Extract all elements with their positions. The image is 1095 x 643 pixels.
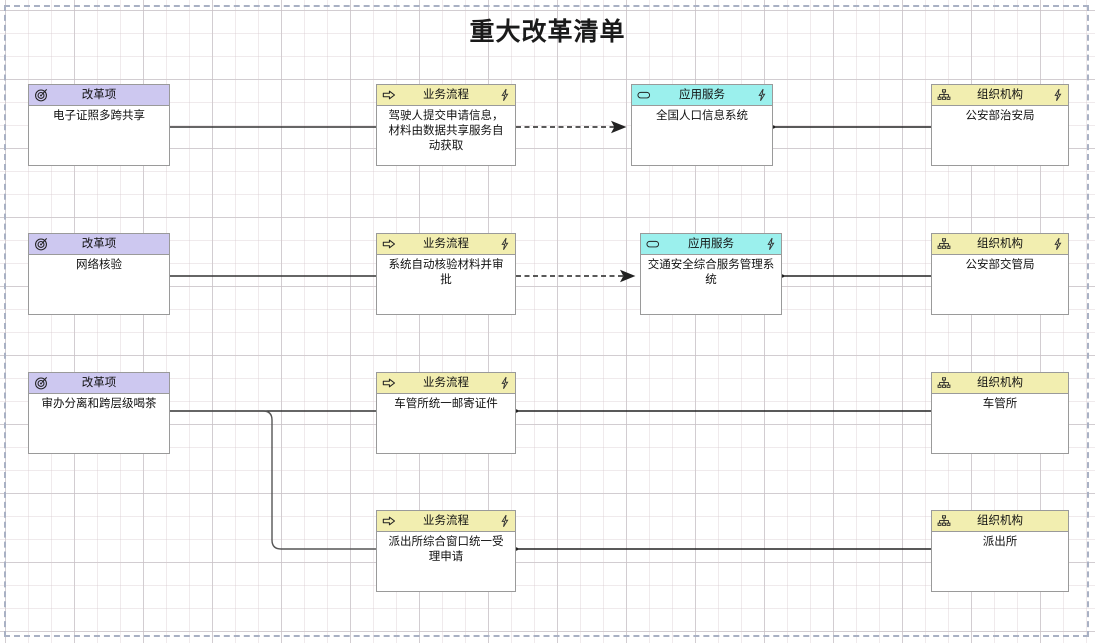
connector-reform3-process4 [170, 410, 376, 550]
node-text: 电子证照多跨共享 [53, 110, 145, 122]
node-header-label: 业务流程 [423, 515, 469, 527]
node-org-3[interactable]: 组织机构 车管所 [931, 372, 1069, 454]
node-header: 改革项 [29, 373, 169, 394]
lightning-icon [767, 237, 775, 251]
node-header-label: 业务流程 [423, 238, 469, 250]
node-text: 派出所综合窗口统一受理申请 [388, 536, 504, 563]
node-header-label: 应用服务 [688, 238, 734, 250]
node-header-label: 改革项 [81, 238, 117, 250]
node-text: 交通安全综合服务管理系统 [647, 259, 775, 286]
node-text: 公安部交管局 [965, 259, 1035, 271]
node-header-label: 组织机构 [977, 515, 1023, 527]
rounded-rect-icon [637, 91, 651, 99]
node-header: 应用服务 [632, 85, 772, 106]
node-header-label: 应用服务 [679, 89, 725, 101]
node-process-4[interactable]: 业务流程 派出所综合窗口统一受理申请 [376, 510, 516, 592]
node-header-label: 改革项 [81, 89, 117, 101]
node-header-label: 组织机构 [977, 238, 1023, 250]
node-header: 组织机构 [932, 511, 1068, 532]
node-text: 车管所统一邮寄证件 [394, 398, 498, 410]
arrow-right-icon [382, 239, 396, 249]
lightning-icon [501, 237, 509, 251]
lightning-icon [501, 514, 509, 528]
node-header: 组织机构 [932, 373, 1068, 394]
node-header: 改革项 [29, 85, 169, 106]
org-chart-icon [937, 377, 951, 388]
node-header: 组织机构 [932, 234, 1068, 255]
node-header: 业务流程 [377, 85, 515, 106]
node-org-2[interactable]: 组织机构 公安部交管局 [931, 233, 1069, 315]
node-process-1[interactable]: 业务流程 驾驶人提交申请信息，材料由数据共享服务自动获取 [376, 84, 516, 166]
node-text: 网络核验 [76, 259, 122, 271]
node-header: 改革项 [29, 234, 169, 255]
node-service-1[interactable]: 应用服务 全国人口信息系统 [631, 84, 773, 166]
node-text: 审办分离和跨层级喝茶 [41, 398, 157, 410]
node-header: 组织机构 [932, 85, 1068, 106]
node-text: 驾驶人提交申请信息，材料由数据共享服务自动获取 [388, 110, 504, 152]
node-process-2[interactable]: 业务流程 系统自动核验材料并审批 [376, 233, 516, 315]
target-icon [35, 377, 48, 390]
node-header: 业务流程 [377, 234, 515, 255]
node-text: 全国人口信息系统 [656, 110, 748, 122]
target-icon [35, 238, 48, 251]
lightning-icon [758, 88, 766, 102]
org-chart-icon [937, 89, 951, 100]
node-header-label: 组织机构 [977, 89, 1023, 101]
node-header: 业务流程 [377, 511, 515, 532]
node-reform-3[interactable]: 改革项 审办分离和跨层级喝茶 [28, 372, 170, 454]
target-icon [35, 89, 48, 102]
lightning-icon [1054, 88, 1062, 102]
node-org-4[interactable]: 组织机构 派出所 [931, 510, 1069, 592]
lightning-icon [501, 376, 509, 390]
node-reform-2[interactable]: 改革项 网络核验 [28, 233, 170, 315]
node-header-label: 组织机构 [977, 377, 1023, 389]
page-title: 重大改革清单 [469, 18, 626, 46]
node-text: 系统自动核验材料并审批 [388, 259, 504, 286]
lightning-icon [501, 88, 509, 102]
node-header: 业务流程 [377, 373, 515, 394]
node-header-label: 业务流程 [423, 89, 469, 101]
arrow-right-icon [382, 378, 396, 388]
node-header-label: 改革项 [81, 377, 117, 389]
node-text: 车管所 [982, 398, 1018, 410]
org-chart-icon [937, 238, 951, 249]
arrow-right-icon [382, 516, 396, 526]
node-text: 公安部治安局 [965, 110, 1035, 122]
node-text: 派出所 [982, 536, 1018, 548]
node-header: 应用服务 [641, 234, 781, 255]
node-header-label: 业务流程 [423, 377, 469, 389]
lightning-icon [1054, 237, 1062, 251]
org-chart-icon [937, 515, 951, 526]
node-process-3[interactable]: 业务流程 车管所统一邮寄证件 [376, 372, 516, 454]
arrow-right-icon [382, 90, 396, 100]
node-reform-1[interactable]: 改革项 电子证照多跨共享 [28, 84, 170, 166]
rounded-rect-icon [646, 240, 660, 248]
node-org-1[interactable]: 组织机构 公安部治安局 [931, 84, 1069, 166]
node-service-2[interactable]: 应用服务 交通安全综合服务管理系统 [640, 233, 782, 315]
